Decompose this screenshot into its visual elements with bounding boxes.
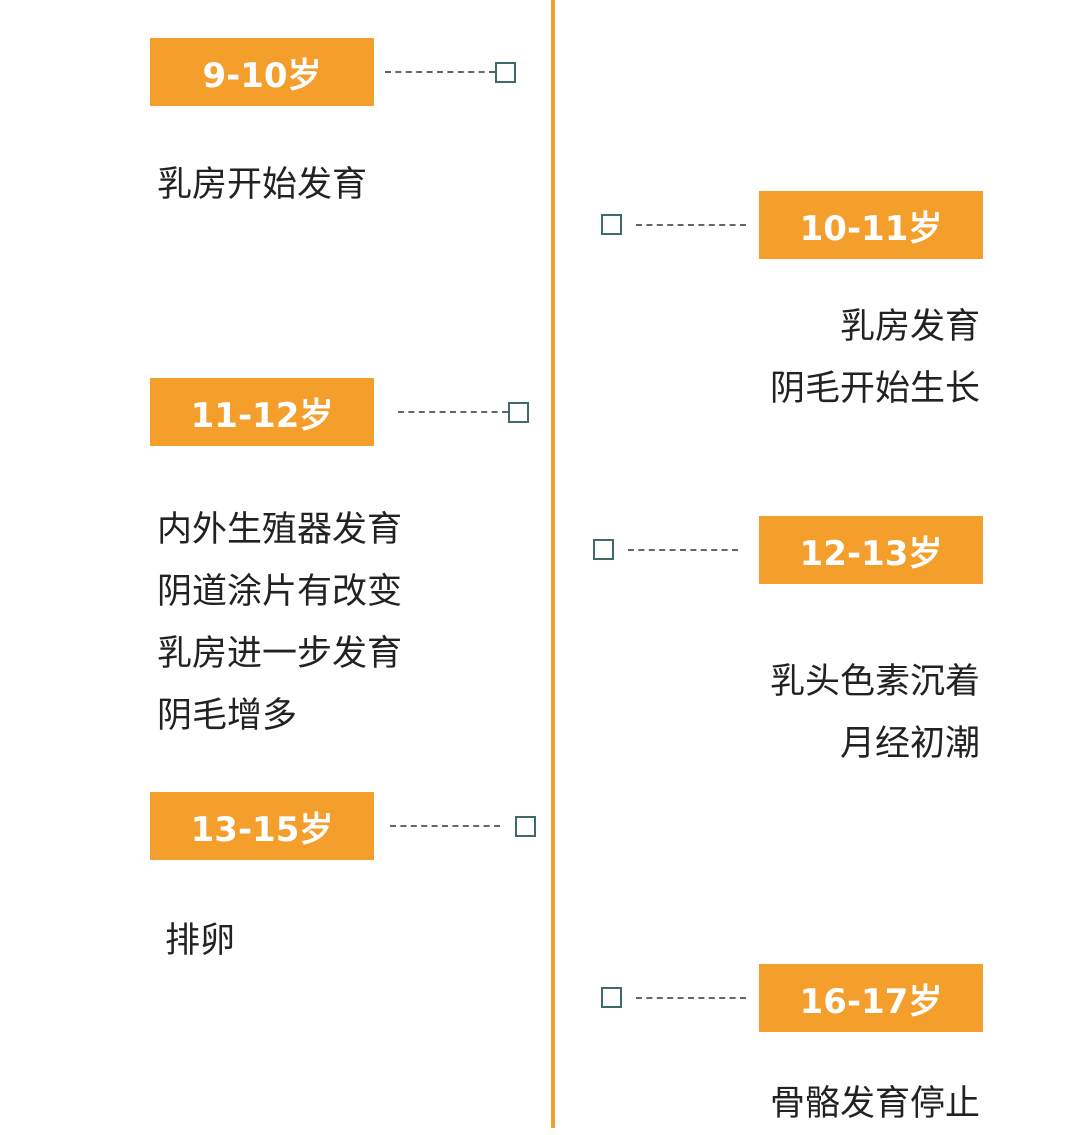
stage-description-16-17: 骨骼发育停止 bbox=[770, 1073, 980, 1135]
stage-item: 乳房开始发育 bbox=[157, 165, 368, 205]
stage-item: 阴道涂片有改变 bbox=[157, 572, 403, 612]
stage-description-9-10: 乳房开始发育 bbox=[157, 154, 367, 216]
stage-description-12-13: 乳头色素沉着 月经初潮 bbox=[770, 651, 980, 775]
age-badge-12-13: 12-13岁 bbox=[759, 516, 983, 584]
timeline-marker-icon bbox=[508, 402, 529, 423]
connector-line bbox=[385, 71, 495, 73]
timeline-marker-icon bbox=[495, 62, 516, 83]
age-badge-13-15: 13-15岁 bbox=[150, 792, 374, 860]
connector-line bbox=[636, 224, 746, 226]
connector-line bbox=[628, 549, 738, 551]
stage-item: 乳房发育 bbox=[839, 307, 980, 347]
stage-item: 阴毛开始生长 bbox=[769, 369, 980, 409]
age-badge-9-10: 9-10岁 bbox=[150, 38, 374, 106]
stage-item: 内外生殖器发育 bbox=[157, 510, 403, 550]
stage-item: 排卵 bbox=[165, 921, 236, 961]
stage-description-11-12: 内外生殖器发育 阴道涂片有改变 乳房进一步发育 阴毛增多 bbox=[157, 499, 402, 747]
connector-line bbox=[390, 825, 500, 827]
timeline-marker-icon bbox=[601, 987, 622, 1008]
stage-item: 骨骼发育停止 bbox=[769, 1084, 980, 1124]
timeline-marker-icon bbox=[601, 214, 622, 235]
age-badge-10-11: 10-11岁 bbox=[759, 191, 983, 259]
timeline-marker-icon bbox=[593, 539, 614, 560]
stage-item: 阴毛增多 bbox=[157, 696, 298, 736]
timeline-marker-icon bbox=[515, 816, 536, 837]
age-badge-16-17: 16-17岁 bbox=[759, 964, 983, 1032]
stage-item: 月经初潮 bbox=[839, 724, 980, 764]
stage-description-10-11: 乳房发育 阴毛开始生长 bbox=[770, 296, 980, 420]
timeline-axis bbox=[551, 0, 555, 1128]
stage-item: 乳头色素沉着 bbox=[769, 662, 980, 702]
connector-line bbox=[636, 997, 746, 999]
age-badge-11-12: 11-12岁 bbox=[150, 378, 374, 446]
connector-line bbox=[398, 411, 508, 413]
stage-description-13-15: 排卵 bbox=[165, 910, 235, 972]
stage-item: 乳房进一步发育 bbox=[157, 634, 403, 674]
